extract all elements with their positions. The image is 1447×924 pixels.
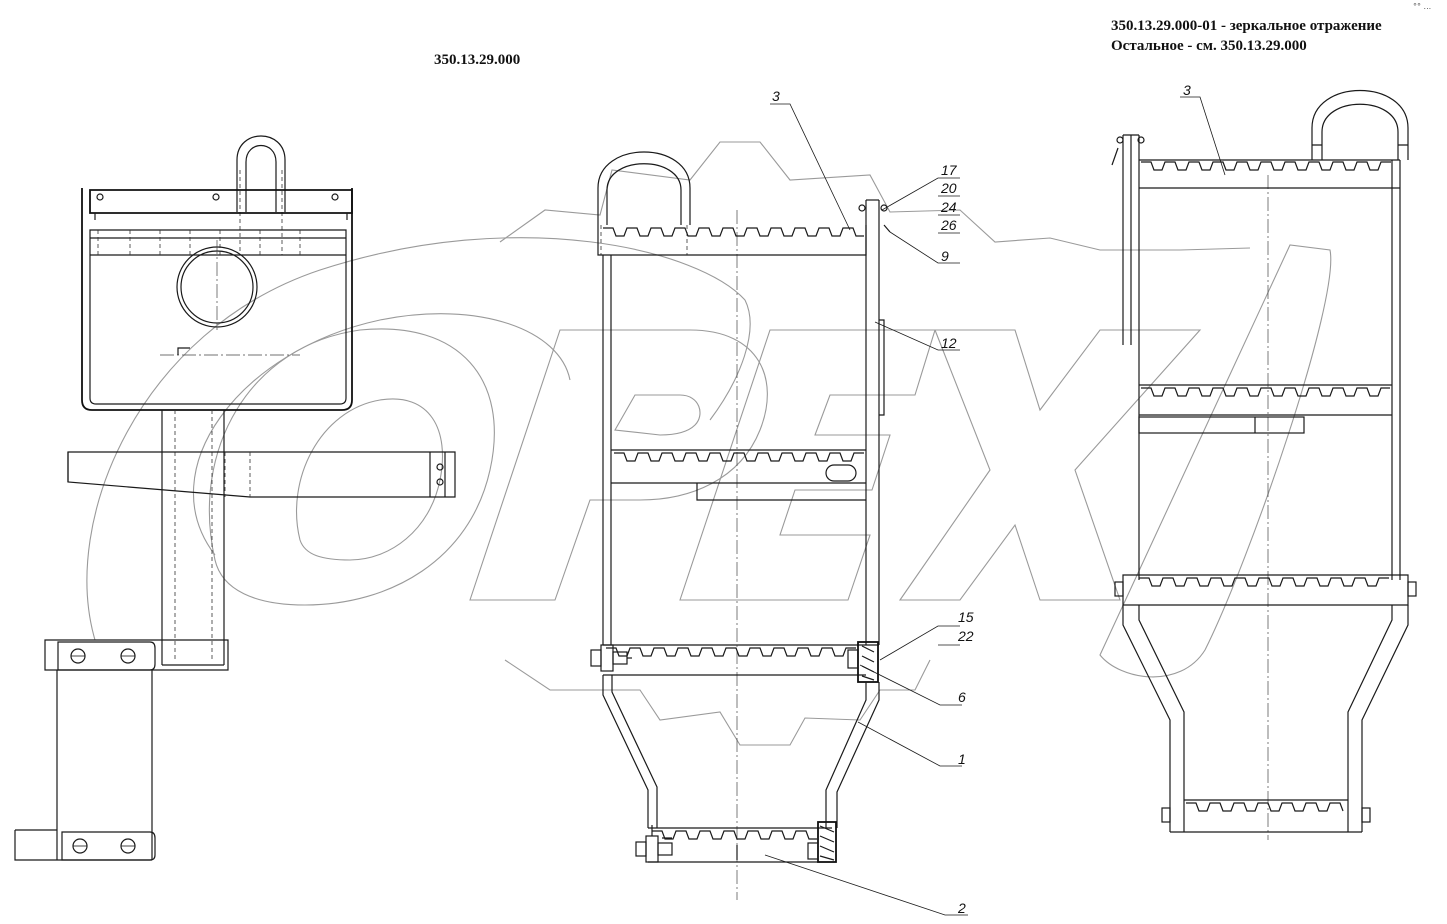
left-lower-leg <box>602 675 658 828</box>
callout-12: 12 <box>941 335 957 351</box>
lower-step <box>603 644 879 676</box>
right-view-bottom-step <box>1170 799 1362 833</box>
center-front-view <box>590 151 891 900</box>
lower-bracket <box>44 639 229 671</box>
callout-labels: 3 17 20 24 26 9 12 15 22 6 1 2 3 <box>772 82 1191 916</box>
right-view-right-rail <box>1391 160 1401 580</box>
left-side-view <box>14 135 456 861</box>
u-bolt-right <box>1311 89 1409 160</box>
right-mirror-view <box>1111 89 1417 840</box>
bottom-step <box>648 827 832 863</box>
callout-1: 1 <box>958 751 966 767</box>
watermark <box>86 141 1332 746</box>
watermark-slash <box>1099 244 1332 678</box>
callout-24: 24 <box>940 199 957 215</box>
left-rail <box>602 255 612 645</box>
top-clamp-plate <box>89 189 353 214</box>
right-view-middle-step <box>1139 384 1392 416</box>
callout-26: 26 <box>940 217 957 233</box>
watermark-letter-p <box>469 329 768 601</box>
watermark-gear <box>499 141 1251 746</box>
vertical-bracket <box>161 410 225 666</box>
callout-3-center: 3 <box>772 88 780 104</box>
watermark-letter-o <box>208 328 495 606</box>
callout-2: 2 <box>957 900 966 916</box>
right-rail <box>865 200 880 645</box>
callout-15: 15 <box>958 609 974 625</box>
right-lower-leg <box>825 682 880 828</box>
watermark-swoosh <box>86 237 751 641</box>
u-bolt-left <box>236 135 286 212</box>
right-view-left-rail <box>1122 134 1140 580</box>
callout-9: 9 <box>941 248 949 264</box>
callout-6: 6 <box>958 689 966 705</box>
callout-20: 20 <box>940 180 957 196</box>
right-view-top-step <box>1139 159 1400 189</box>
drawing-number-left: 350.13.29.000 <box>434 52 521 68</box>
support-leg <box>56 670 153 860</box>
watermark-letter-e <box>679 329 936 601</box>
corner-mark: °° ... <box>1413 2 1432 11</box>
horizontal-bar <box>67 451 456 498</box>
callout-17: 17 <box>941 162 958 178</box>
mirror-note-line2: Остальное - см. 350.13.29.000 <box>1111 38 1307 54</box>
callout-3-right: 3 <box>1183 82 1191 98</box>
middle-step <box>611 449 866 484</box>
right-view-lower-legs <box>1122 605 1409 832</box>
u-bolt-center <box>597 151 691 225</box>
callout-22: 22 <box>957 628 974 644</box>
watermark-letter-x <box>898 329 1202 601</box>
step-panel <box>81 188 353 411</box>
mirror-note-line1: 350.13.29.000-01 - зеркальное отражение <box>1111 18 1382 34</box>
callout-leaders <box>764 103 968 916</box>
